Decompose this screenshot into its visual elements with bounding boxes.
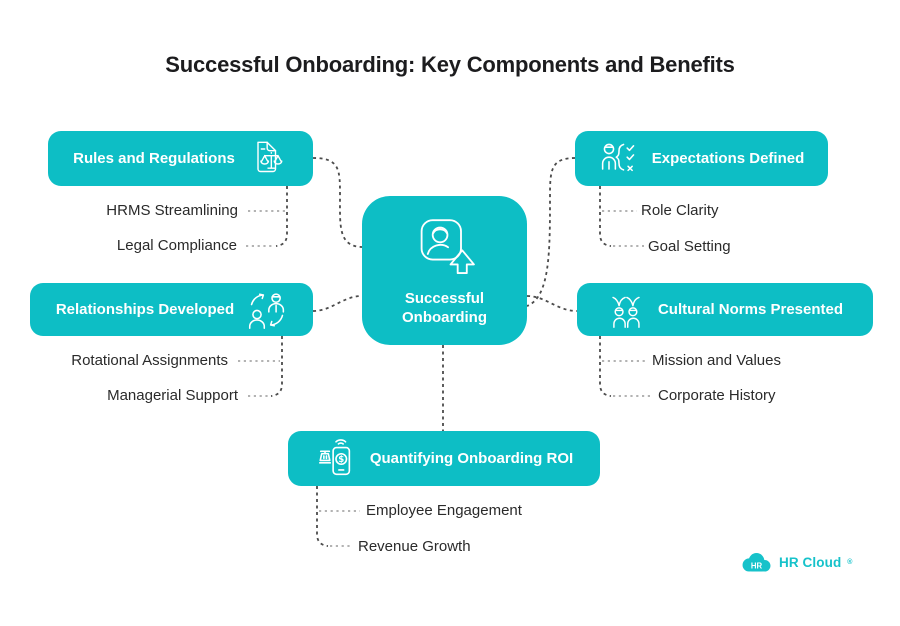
hr-cloud-logo: HR HR Cloud ®	[740, 551, 852, 574]
dollar-glyph: $	[338, 455, 344, 465]
branch-quantifying-onboarding-roi: $ Quantifying Onboarding ROI	[288, 431, 600, 486]
branch-expectations-defined: Expectations Defined	[575, 131, 828, 186]
registered-mark: ®	[847, 559, 853, 566]
person-upload-icon	[413, 214, 477, 283]
page-title: Successful Onboarding: Key Components an…	[165, 52, 735, 77]
branch-roi-label: Quantifying Onboarding ROI	[369, 450, 574, 467]
branch-expectations-label: Expectations Defined	[651, 150, 805, 167]
subitem-mission-and-values: Mission and Values	[652, 352, 781, 369]
branch-relationships-label: Relationships Developed	[55, 301, 235, 318]
hr-cloud-wordmark: HR Cloud	[779, 555, 842, 570]
connector-center-to-cultural	[526, 295, 578, 312]
hr-badge-text: HR	[751, 561, 763, 570]
central-node: Successful Onboarding	[362, 196, 527, 345]
hr-cloud-badge-icon: HR	[740, 551, 773, 574]
branch-relationships-developed: Relationships Developed	[30, 283, 313, 336]
subitem-rotational-assignments: Rotational Assignments	[71, 352, 228, 369]
dropline-expectations	[599, 186, 612, 247]
dropline-relationships	[270, 336, 283, 397]
branch-cultural-label: Cultural Norms Presented	[657, 301, 844, 318]
people-celebration-icon	[607, 290, 645, 330]
connector-relationships-to-center	[312, 295, 363, 312]
person-checklist-icon	[599, 140, 639, 178]
branch-rules-label: Rules and Regulations	[73, 150, 235, 167]
legal-document-scales-icon	[248, 138, 288, 180]
subitem-role-clarity: Role Clarity	[641, 202, 719, 219]
central-node-label: Successful Onboarding	[402, 289, 487, 326]
subitem-legal-compliance: Legal Compliance	[116, 237, 237, 254]
people-exchange-icon	[247, 290, 287, 330]
subitem-employee-engagement: Employee Engagement	[366, 502, 522, 519]
branch-cultural-norms-presented: Cultural Norms Presented	[577, 283, 873, 336]
subitem-corporate-history: Corporate History	[658, 387, 776, 404]
subitem-goal-setting: Goal Setting	[648, 238, 731, 255]
dropline-roi	[316, 486, 329, 547]
dropline-cultural	[599, 336, 612, 397]
subitem-managerial-support: Managerial Support	[107, 387, 238, 404]
subitem-revenue-growth: Revenue Growth	[358, 538, 471, 555]
dropline-rules	[275, 186, 288, 247]
connector-rules-to-center	[312, 157, 364, 248]
branch-rules-and-regulations: Rules and Regulations	[48, 131, 313, 186]
phone-money-scale-icon: $	[315, 438, 357, 480]
connector-expectations-to-center	[526, 157, 576, 307]
subitem-hrms-streamlining: HRMS Streamlining	[106, 202, 238, 219]
